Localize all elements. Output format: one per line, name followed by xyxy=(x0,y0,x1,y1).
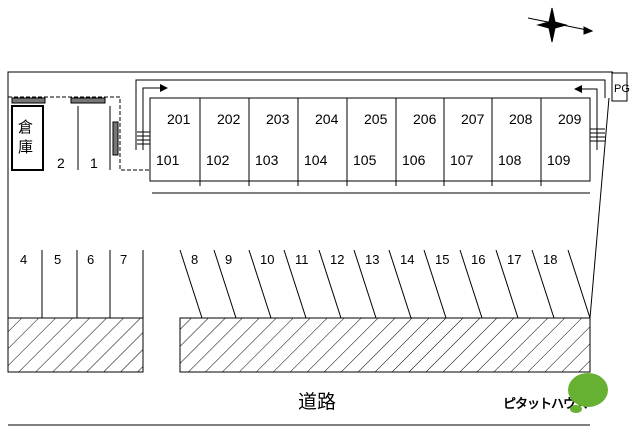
unit-label: 106 xyxy=(402,152,426,168)
gas-label: PG xyxy=(614,83,630,95)
hedge xyxy=(112,121,119,156)
arrow-icon xyxy=(574,85,582,93)
parking-number: 11 xyxy=(295,252,309,267)
unit-label: 101 xyxy=(156,152,180,168)
parking-number: 4 xyxy=(20,252,27,267)
unit-label: 207 xyxy=(461,111,485,127)
unit-label: 104 xyxy=(304,152,328,168)
fence xyxy=(8,96,150,171)
parking-number: 15 xyxy=(435,252,449,267)
site-boundary xyxy=(7,71,628,319)
road-label: 道路 xyxy=(298,391,336,413)
parking-number: 1 xyxy=(90,155,98,171)
parking-line xyxy=(531,249,555,319)
parking-number: 8 xyxy=(191,252,198,267)
parking-number: 5 xyxy=(54,252,61,267)
parking-line xyxy=(388,249,412,319)
unit-label: 102 xyxy=(206,152,230,168)
parking-line xyxy=(495,249,519,319)
parking-line xyxy=(213,249,237,319)
parking-line xyxy=(567,249,591,319)
unit-label: 206 xyxy=(413,111,437,127)
unit-label: 201 xyxy=(167,111,191,127)
parking-line xyxy=(179,249,203,319)
parking-line xyxy=(283,249,307,319)
parking-line xyxy=(353,249,377,319)
parking-number: 9 xyxy=(225,252,232,267)
storage xyxy=(11,105,44,171)
unit-label: 103 xyxy=(255,152,279,168)
hatched-area xyxy=(179,317,591,373)
unit-label: 205 xyxy=(364,111,388,127)
parking-number: 7 xyxy=(120,252,127,267)
building xyxy=(149,97,591,182)
stairs-icon xyxy=(137,128,605,145)
parking-number: 10 xyxy=(260,252,274,267)
parking-number: 2 xyxy=(57,155,65,171)
unit-label: 105 xyxy=(353,152,377,168)
unit-label: 108 xyxy=(498,152,522,168)
parking-number: 17 xyxy=(507,252,521,267)
unit-label: 208 xyxy=(509,111,533,127)
unit-label: 209 xyxy=(558,111,582,127)
parking-lines-left xyxy=(41,250,144,318)
unit-label: 107 xyxy=(450,152,474,168)
arrow-icon xyxy=(160,84,168,92)
parking-number: 16 xyxy=(471,252,485,267)
walkway xyxy=(135,79,606,150)
parking-number: 18 xyxy=(543,252,557,267)
parking-line xyxy=(459,249,483,319)
parking-number: 14 xyxy=(400,252,414,267)
parking-line xyxy=(423,249,447,319)
hedge xyxy=(11,97,46,104)
unit-label: 204 xyxy=(315,111,339,127)
parking-line xyxy=(318,249,342,319)
unit-label: 202 xyxy=(217,111,241,127)
parking-number: 6 xyxy=(87,252,94,267)
unit-label: 203 xyxy=(266,111,290,127)
hedge xyxy=(70,97,106,104)
parking-number: 13 xyxy=(365,252,379,267)
logo: ピタットハウス xyxy=(503,373,608,413)
parking-number: 12 xyxy=(330,252,344,267)
storage-label: 倉庫 xyxy=(18,119,33,156)
compass-icon xyxy=(527,7,594,43)
svg-text:ピタットハウス: ピタットハウス xyxy=(503,397,588,412)
parking-line xyxy=(248,249,272,319)
unit-label: 109 xyxy=(547,152,571,168)
hatched-area xyxy=(7,317,144,373)
